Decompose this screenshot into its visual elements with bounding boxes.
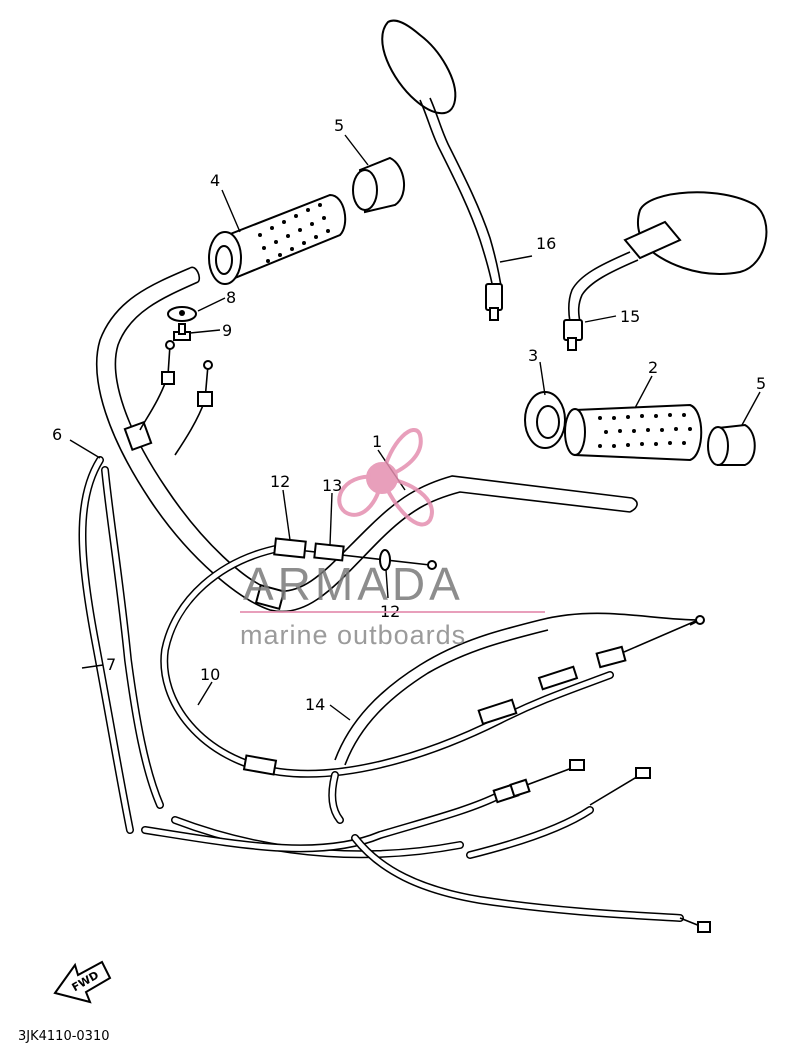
part-labels: 5 4 8 9 16 15 3 2 5 1 6 12 13 12 7 10 14: [52, 116, 766, 714]
end-cap-right: [707, 423, 756, 466]
label-2: 2: [648, 358, 658, 377]
cable-7: [101, 466, 164, 809]
label-16: 16: [536, 234, 556, 253]
label-7: 7: [106, 655, 116, 674]
label-6: 6: [52, 425, 62, 444]
watermark-title: ARMADA: [243, 558, 464, 610]
cable-10: [160, 544, 614, 778]
label-5-right: 5: [756, 374, 766, 393]
watermark: ARMADA marine outboards: [240, 428, 545, 650]
label-3: 3: [528, 346, 538, 365]
grip-left: [208, 193, 347, 285]
watermark-logo: [337, 428, 434, 527]
grip-right: [564, 403, 703, 462]
lower-cables: [141, 759, 711, 933]
grip-cables: [139, 340, 213, 456]
label-13: 13: [322, 476, 342, 495]
label-8: 8: [226, 288, 236, 307]
throttle-cable-assembly: [273, 537, 437, 571]
label-11: 12: [270, 472, 290, 491]
screw-8: [167, 306, 197, 322]
mirror-right: [563, 191, 768, 351]
throttle-collar: [524, 391, 566, 449]
label-4: 4: [210, 171, 220, 190]
handlebar: [96, 266, 638, 613]
label-9: 9: [222, 321, 232, 340]
cable-6: [78, 456, 134, 834]
label-1: 1: [372, 432, 382, 451]
screw-9: [173, 323, 191, 341]
label-15: 15: [620, 307, 640, 326]
label-5-top: 5: [334, 116, 344, 135]
end-cap-left: [352, 156, 406, 214]
label-10: 10: [200, 665, 220, 684]
label-14: 14: [305, 695, 325, 714]
watermark-subtitle: marine outboards: [240, 620, 466, 650]
fwd-arrow: FWD: [53, 960, 112, 1004]
part-code: 3JK4110-0310: [18, 1029, 110, 1044]
mirror-left: [381, 19, 503, 321]
cable-14: [334, 612, 705, 766]
